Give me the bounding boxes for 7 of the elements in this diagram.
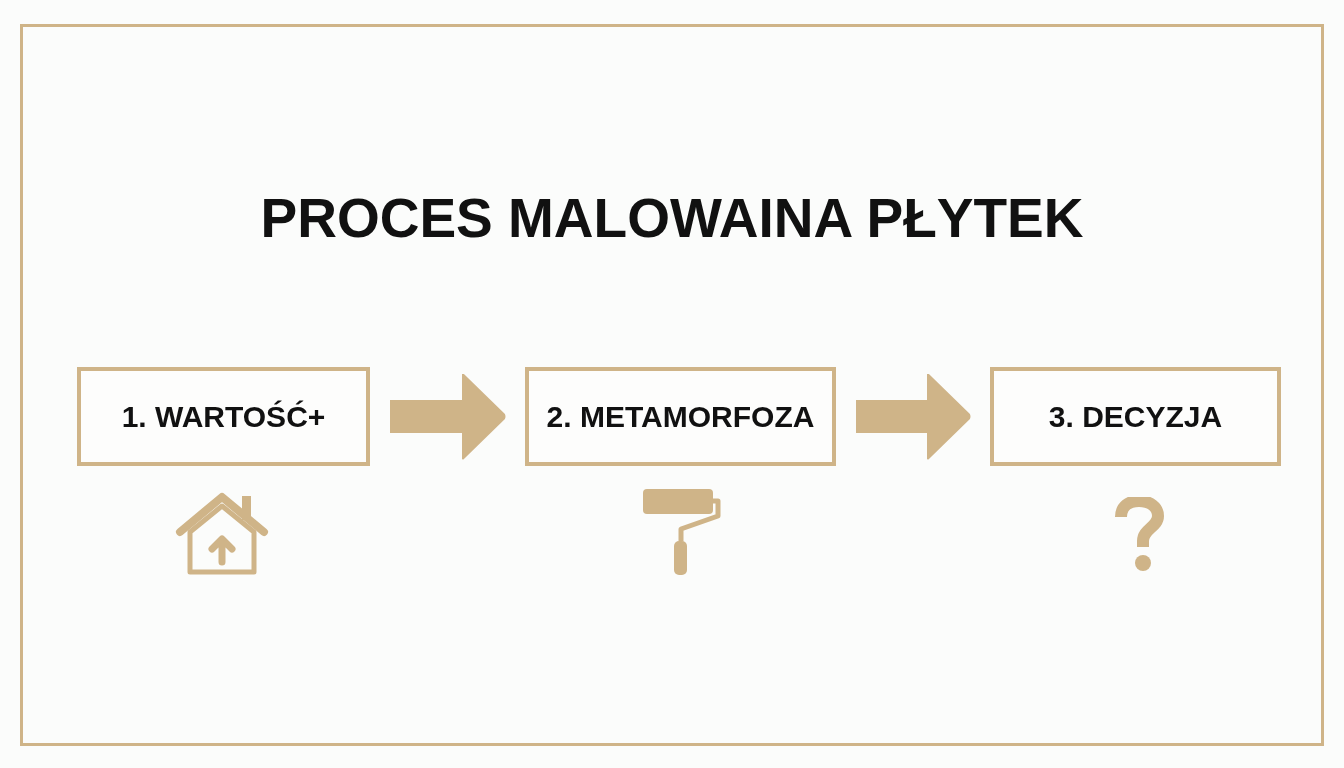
diagram-title: PROCES MALOWAINA PŁYTEK [259, 186, 1085, 250]
process-box [525, 367, 836, 466]
process-box [77, 367, 370, 466]
step-label: 1. WARTOŚĆ+ [121, 399, 326, 434]
process-box [990, 367, 1281, 466]
step-label: 3. DECYZJA [1048, 399, 1223, 434]
step-label: 2. METAMORFOZA [546, 399, 815, 434]
